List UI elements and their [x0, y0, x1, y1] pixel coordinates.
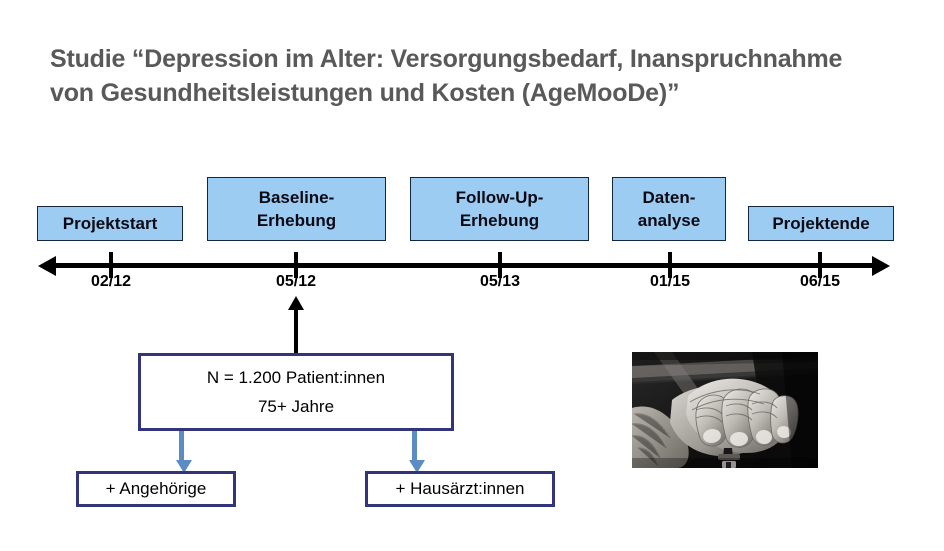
sample-size-line-2: 75+ Jahre — [257, 396, 335, 416]
timeline-date-label: 01/15 — [649, 273, 691, 290]
timeline-tick — [818, 252, 822, 278]
timeline-arrow-left-icon — [38, 256, 56, 276]
sample-to-timeline-arrow-head-icon — [288, 296, 304, 310]
addition-arrow-shaft-left — [179, 431, 184, 463]
phase-box-projektstart[interactable]: Projektstart — [37, 206, 183, 241]
addition-arrow-shaft-right — [412, 431, 417, 463]
sample-to-timeline-arrow-shaft — [294, 308, 298, 354]
timeline-date-label: 05/12 — [275, 273, 317, 290]
timeline-date-label: 02/12 — [90, 273, 132, 290]
elderly-hands-photo-graphic — [632, 352, 818, 468]
addition-box-hausaerztinnen[interactable]: + Hausärzt:innen — [365, 471, 555, 507]
timeline-tick — [498, 252, 502, 278]
sample-size-box[interactable]: N = 1.200 Patient:innen 75+ Jahre — [138, 353, 454, 431]
addition-box-angehoerige[interactable]: + Angehörige — [76, 471, 236, 507]
addition-arrow-head-right-icon — [409, 460, 425, 473]
elderly-hands-photo — [632, 352, 818, 468]
timeline-date-label: 05/13 — [479, 273, 521, 290]
sample-size-line-1: N = 1.200 Patient:innen — [206, 367, 386, 387]
timeline-tick — [668, 252, 672, 278]
timeline-date-label: 06/15 — [799, 273, 841, 290]
addition-arrow-head-left-icon — [176, 460, 192, 473]
timeline-axis — [48, 263, 880, 268]
phase-box-datenanalyse[interactable]: Daten-analyse — [612, 177, 726, 241]
phase-box-projektende[interactable]: Projektende — [748, 206, 894, 241]
phase-box-baseline-erhebung[interactable]: Baseline-Erhebung — [207, 177, 386, 241]
page-title-line-1: Studie “Depression im Alter: Versorgungs… — [50, 45, 843, 73]
timeline-arrow-right-icon — [872, 256, 890, 276]
phase-box-follow-up-erhebung[interactable]: Follow-Up-Erhebung — [410, 177, 589, 241]
timeline-tick — [294, 252, 298, 278]
timeline-tick — [109, 252, 113, 278]
page-title: Studie “Depression im Alter: Versorgungs… — [50, 42, 930, 110]
page-title-line-2: von Gesundheitsleistungen und Kosten (Ag… — [50, 79, 680, 107]
